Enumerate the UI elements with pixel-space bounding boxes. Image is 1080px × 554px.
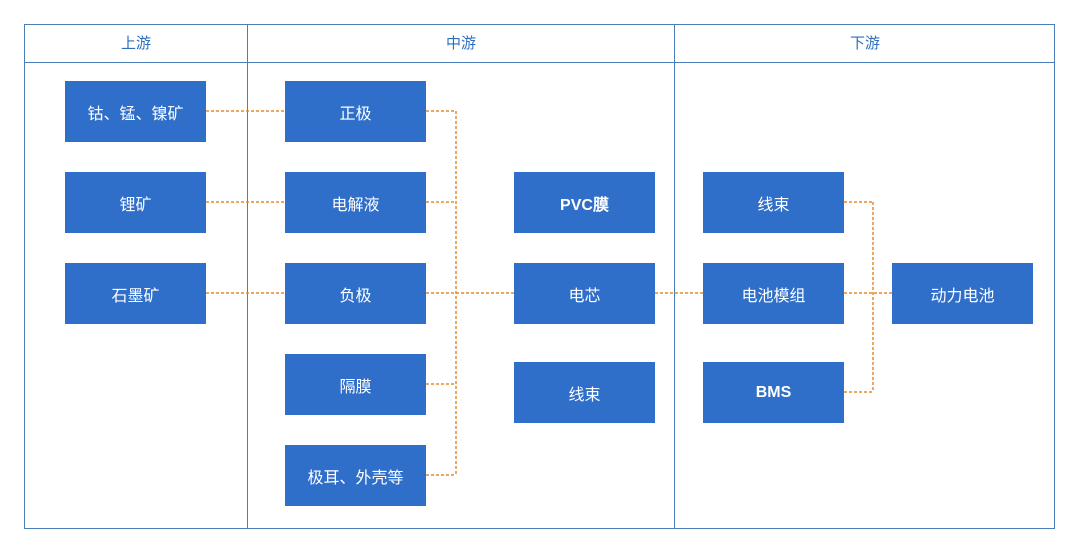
node-electrolyte: 电解液	[285, 172, 426, 233]
node-harness-midstream: 线束	[514, 362, 655, 423]
node-separator: 隔膜	[285, 354, 426, 415]
diagram-frame	[24, 24, 1055, 529]
column-header-upstream: 上游	[120, 34, 151, 52]
node-power-battery: 动力电池	[892, 263, 1033, 324]
column-divider-upstream-midstream	[247, 24, 248, 529]
header-divider	[24, 62, 1055, 63]
node-anode: 负极	[285, 263, 426, 324]
node-battery-module: 电池模组	[703, 263, 844, 324]
column-divider-midstream-downstream	[674, 24, 675, 529]
node-pvc-film: PVC膜	[514, 172, 655, 233]
node-bms: BMS	[703, 362, 844, 423]
node-lithium-ore: 锂矿	[65, 172, 206, 233]
column-header-midstream: 中游	[445, 34, 476, 52]
node-cell: 电芯	[514, 263, 655, 324]
node-graphite-ore: 石墨矿	[65, 263, 206, 324]
node-cobalt-manganese-nickel-ore: 钴、锰、镍矿	[65, 81, 206, 142]
node-tabs-casing: 极耳、外壳等	[285, 445, 426, 506]
node-harness-downstream: 线束	[703, 172, 844, 233]
column-header-downstream: 下游	[849, 34, 880, 52]
node-cathode: 正极	[285, 81, 426, 142]
